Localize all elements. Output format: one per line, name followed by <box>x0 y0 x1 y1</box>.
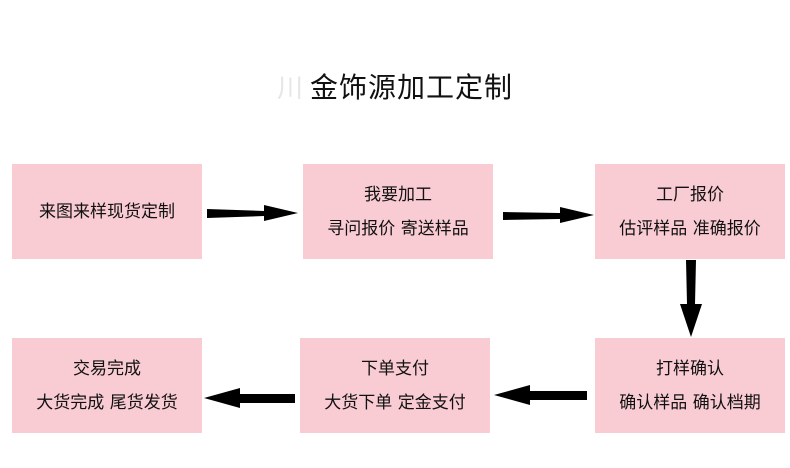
step-box-4: 打样确认 确认样品 确认档期 <box>595 338 785 433</box>
step-label: 交易完成 <box>73 358 141 379</box>
step-detail: 寻问报价 寄送样品 <box>327 218 469 239</box>
step-box-6: 交易完成 大货完成 尾货发货 <box>12 338 202 433</box>
step-label: 来图来样现货定制 <box>39 201 175 222</box>
step-label: 我要加工 <box>364 184 432 205</box>
step-box-5: 下单支付 大货下单 定金支付 <box>300 338 490 433</box>
step-label: 工厂报价 <box>656 184 724 205</box>
title-text: 金饰源加工定制 <box>310 71 514 104</box>
step-detail: 大货完成 尾货发货 <box>36 392 178 413</box>
watermark-mark: 川 <box>276 74 304 104</box>
arrow-right-icon <box>207 205 298 221</box>
arrow-right-icon <box>503 207 594 223</box>
step-detail: 估评样品 准确报价 <box>619 218 761 239</box>
step-label: 下单支付 <box>361 358 429 379</box>
step-detail: 确认样品 确认档期 <box>619 392 761 413</box>
step-label: 打样确认 <box>656 358 724 379</box>
arrow-left-icon <box>204 388 295 408</box>
step-box-3: 工厂报价 估评样品 准确报价 <box>595 164 785 259</box>
arrow-down-icon <box>680 260 702 337</box>
page-title: 川金饰源加工定制 <box>0 66 790 106</box>
arrow-left-icon <box>494 385 587 405</box>
step-box-2: 我要加工 寻问报价 寄送样品 <box>303 164 493 259</box>
step-box-1: 来图来样现货定制 <box>12 164 202 259</box>
step-detail: 大货下单 定金支付 <box>324 392 466 413</box>
